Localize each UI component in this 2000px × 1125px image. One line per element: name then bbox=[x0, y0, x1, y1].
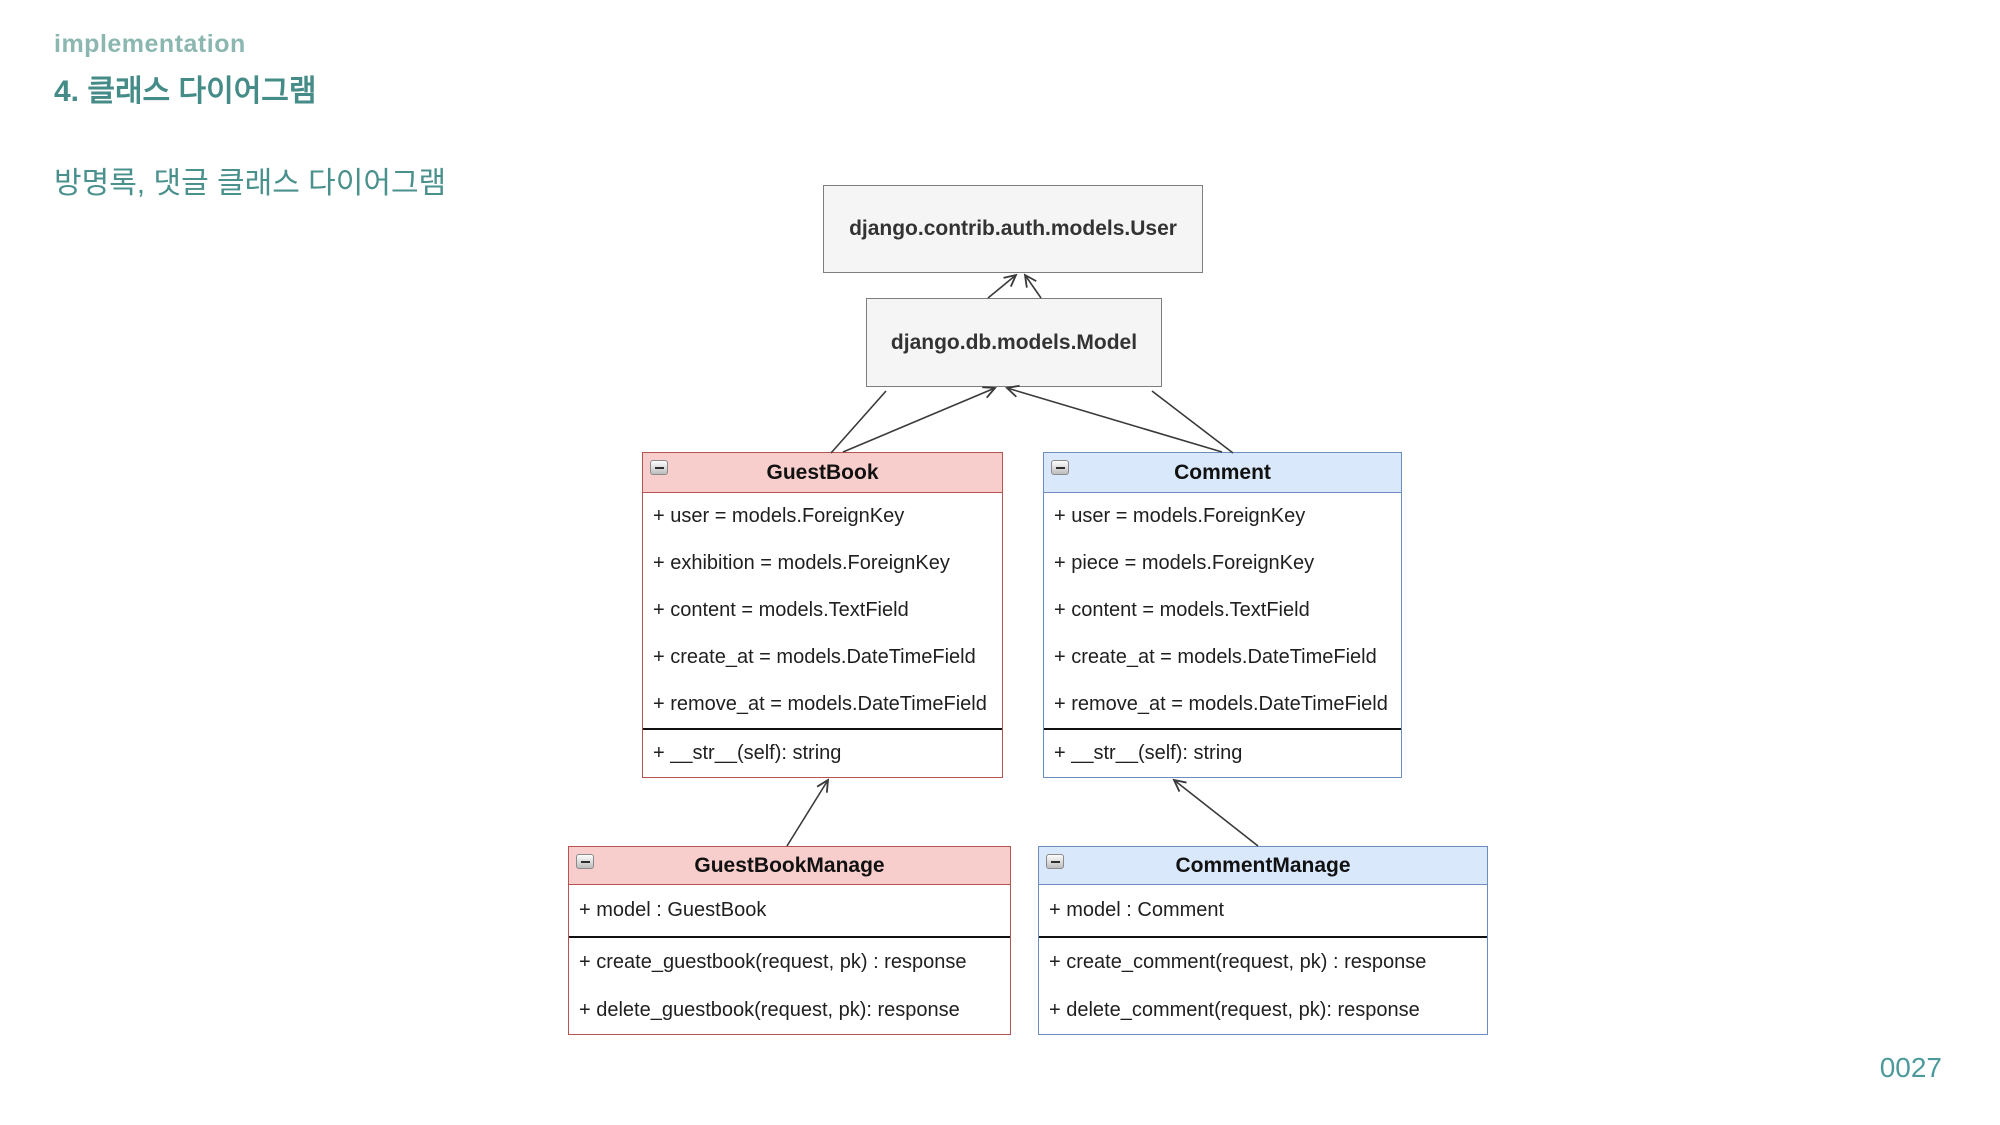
class-attribute: + create_at = models.DateTimeField bbox=[1054, 646, 1377, 668]
class-method: + __str__(self): string bbox=[653, 742, 842, 764]
edge-guestbook-to-model bbox=[842, 386, 997, 453]
class-name: GuestBookManage bbox=[694, 853, 885, 877]
slide-subtitle: 방명록, 댓글 클래스 다이어그램 bbox=[54, 167, 447, 200]
minus-icon bbox=[1051, 460, 1069, 475]
class-method: + __str__(self): string bbox=[1054, 742, 1243, 764]
class-attribute: + content = models.TextField bbox=[653, 599, 909, 621]
page-number: 0027 bbox=[1879, 1052, 1942, 1083]
class-method: + delete_comment(request, pk): response bbox=[1049, 998, 1420, 1021]
attributes-section: + model : Comment bbox=[1039, 885, 1487, 936]
class-method: + create_comment(request, pk) : response bbox=[1049, 950, 1427, 973]
class-box-commentmanage: CommentManage + model : Comment + create… bbox=[1038, 846, 1488, 1035]
class-attribute: + create_at = models.DateTimeField bbox=[653, 646, 976, 668]
minus-icon bbox=[576, 854, 594, 869]
class-method: + delete_guestbook(request, pk): respons… bbox=[579, 998, 960, 1021]
methods-section: + create_guestbook(request, pk) : respon… bbox=[569, 936, 1010, 1034]
minus-icon bbox=[1046, 854, 1064, 869]
class-attribute: + user = models.ForeignKey bbox=[1054, 505, 1306, 527]
class-box-django-model: django.db.models.Model bbox=[866, 298, 1162, 387]
class-attribute: + model : Comment bbox=[1049, 899, 1225, 921]
edge-comment-to-model bbox=[1005, 384, 1223, 453]
edge-comment-to-user-lower bbox=[1151, 390, 1234, 454]
class-name: django.db.models.Model bbox=[890, 330, 1138, 354]
class-header: CommentManage bbox=[1039, 847, 1487, 885]
page-title: 4. 클래스 다이어그램 bbox=[54, 75, 317, 108]
class-name: django.contrib.auth.models.User bbox=[849, 217, 1177, 240]
class-name: Comment bbox=[1174, 460, 1271, 484]
attributes-section: + model : GuestBook bbox=[569, 885, 1010, 936]
methods-section: + __str__(self): string bbox=[1044, 728, 1401, 777]
class-box-django-user: django.contrib.auth.models.User bbox=[823, 185, 1203, 273]
edge-commentmanage-to-comment bbox=[1172, 778, 1259, 847]
class-box-comment: Comment + user = models.ForeignKey + pie… bbox=[1043, 452, 1402, 778]
class-name: GuestBook bbox=[766, 460, 879, 484]
class-attribute: + model : GuestBook bbox=[579, 899, 767, 921]
class-attribute: + remove_at = models.DateTimeField bbox=[653, 693, 987, 715]
methods-section: + create_comment(request, pk) : response… bbox=[1039, 936, 1487, 1034]
class-attribute: + exhibition = models.ForeignKey bbox=[653, 552, 950, 574]
edge-guestbookmanage-to-guestbook bbox=[786, 778, 830, 847]
class-method: + create_guestbook(request, pk) : respon… bbox=[579, 950, 967, 973]
edge-guestbook-to-user-arrow bbox=[987, 273, 1018, 299]
section-label: implementation bbox=[54, 30, 246, 58]
class-attribute: + user = models.ForeignKey bbox=[653, 505, 905, 527]
class-attribute: + content = models.TextField bbox=[1054, 599, 1310, 621]
class-attribute: + remove_at = models.DateTimeField bbox=[1054, 693, 1388, 715]
class-box-guestbookmanage: GuestBookManage + model : GuestBook + cr… bbox=[568, 846, 1011, 1035]
class-name: CommentManage bbox=[1175, 853, 1351, 877]
class-box-guestbook: GuestBook + user = models.ForeignKey + e… bbox=[642, 452, 1003, 778]
attributes-section: + user = models.ForeignKey + exhibition … bbox=[643, 493, 1002, 728]
class-header: Comment bbox=[1044, 453, 1401, 493]
class-header: GuestBook bbox=[643, 453, 1002, 493]
edge-guestbook-to-user-lower bbox=[830, 390, 887, 454]
attributes-section: + user = models.ForeignKey + piece = mod… bbox=[1044, 493, 1401, 728]
class-header: GuestBookManage bbox=[569, 847, 1010, 885]
class-attribute: + piece = models.ForeignKey bbox=[1054, 552, 1315, 574]
methods-section: + __str__(self): string bbox=[643, 728, 1002, 777]
edge-comment-to-user-arrow bbox=[1023, 273, 1042, 299]
minus-icon bbox=[650, 460, 668, 475]
